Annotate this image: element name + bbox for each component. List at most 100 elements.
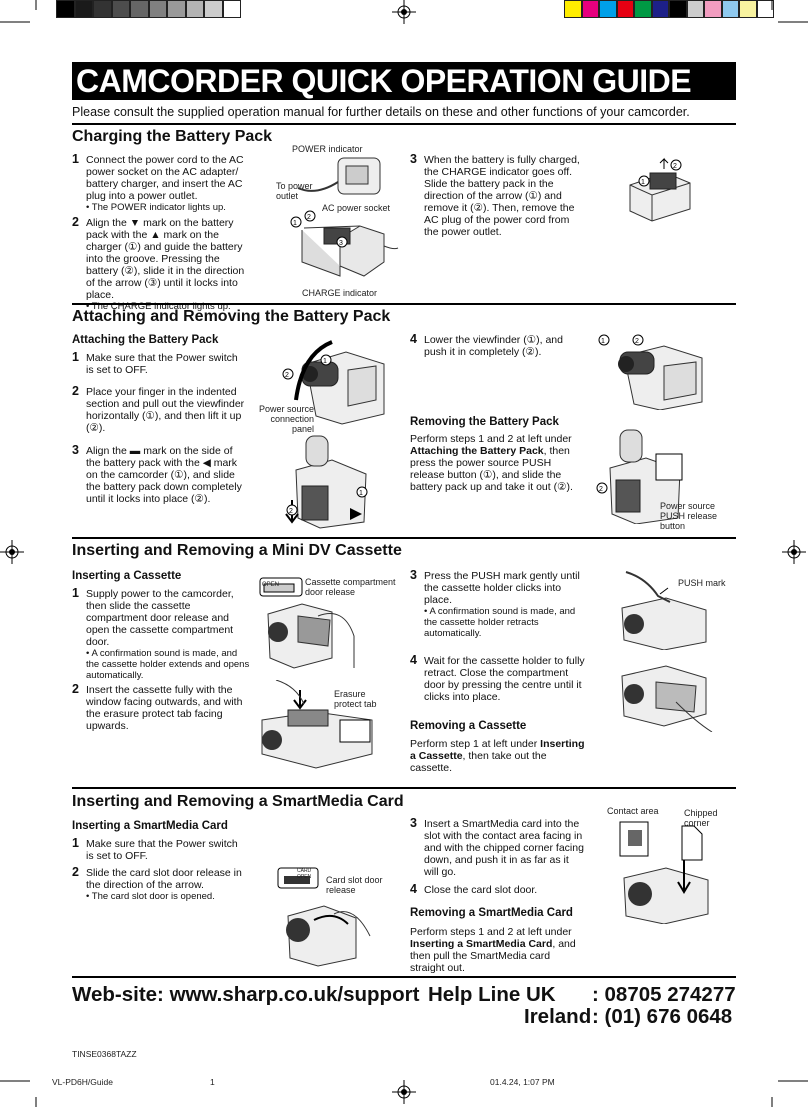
slug-file-name: VL-PD6H/Guide [52,1077,113,1087]
card-slot-release-label: Card slot door release [326,875,383,895]
crop-mark-icon [0,1080,37,1107]
color-swatch [739,0,757,18]
color-swatch [222,0,241,18]
divider [72,537,736,539]
section-heading-battery: Attaching and Removing the Battery Pack [72,308,391,325]
remove-battery-text: Perform steps 1 and 2 at left under Atta… [410,433,573,493]
svg-text:2: 2 [285,372,289,379]
color-swatch [564,0,582,18]
svg-text:1: 1 [323,358,327,365]
section-heading-charging: Charging the Battery Pack [72,128,273,145]
intro-text: Please consult the supplied operation ma… [72,105,690,119]
section-heading-smartmedia: Inserting and Removing a SmartMedia Card [72,793,404,810]
helpline-uk-label: Help Line UK [428,983,556,1006]
svg-text:2: 2 [599,486,603,493]
chipped-corner-label: Chipped corner [684,808,718,828]
cassette-close-illustration [621,665,713,732]
svg-text:2: 2 [289,508,293,515]
subheading-remove-cassette: Removing a Cassette [410,720,527,732]
page-title: CAMCORDER QUICK OPERATION GUIDE [72,62,736,100]
ireland-label: Ireland [524,1005,592,1028]
color-swatch [634,0,652,18]
divider [72,976,736,978]
battery-removal-illustration: 1 2 [629,157,691,222]
registration-mark-icon [0,540,24,564]
card-open-label: CARD OPEN [297,868,312,880]
svg-text:1: 1 [601,338,605,345]
svg-text:3: 3 [339,240,343,247]
ac-power-socket-label: AC power socket [322,203,391,213]
color-swatch [93,0,112,18]
color-swatch [185,0,204,18]
section-heading-cassette: Inserting and Removing a Mini DV Cassett… [72,542,402,559]
subheading-remove-smartmedia: Removing a SmartMedia Card [410,907,573,919]
color-swatch [148,0,167,18]
cassette-insert-illustration [261,680,373,769]
charge-indicator-label: CHARGE indicator [302,288,378,298]
remove-smartmedia-text: Perform steps 1 and 2 at left under Inse… [410,926,576,974]
color-swatch [669,0,687,18]
registration-mark-icon [782,540,806,564]
color-swatch [111,0,130,18]
contact-area-label: Contact area [607,806,659,816]
svg-text:1: 1 [293,220,297,227]
charging-step-2: 2 Align the ▼ mark on the battery pack w… [72,215,245,312]
cassette-door-open-illustration [259,577,355,669]
smartmedia-insert-illustration [619,821,709,924]
color-swatch [651,0,669,18]
card-slot-release-illustration [277,867,371,967]
remove-cassette-text: Perform step 1 at left under Inserting a… [410,738,585,774]
viewfinder-lift-illustration: 2 1 [282,340,385,425]
charging-step-1: 1 Connect the power cord to the AC power… [72,152,244,213]
color-swatch [616,0,634,18]
viewfinder-lower-illustration: 1 2 [598,334,703,410]
color-swatch [56,0,75,18]
website-text: Web-site: www.sharp.co.uk/support [72,983,420,1006]
subheading-insert-cassette: Inserting a Cassette [72,570,182,582]
crop-mark-icon [771,0,808,23]
power-indicator-label: POWER indicator [292,144,363,154]
erasure-tab-label: Erasure protect tab [334,689,377,709]
uk-phone-number: : 08705 274277 [592,983,736,1006]
registration-mark-icon [392,0,416,24]
color-swatch [721,0,739,18]
color-swatch [756,0,774,18]
push-mark-label: PUSH mark [678,578,726,588]
crop-mark-icon [771,1080,808,1107]
color-swatch [581,0,599,18]
color-swatch [130,0,149,18]
subheading-attach-battery: Attaching the Battery Pack [72,334,219,346]
door-release-label: Cassette compartment door release [305,577,396,597]
color-swatch [686,0,704,18]
crop-mark-icon [0,0,37,23]
open-label: OPEN [262,582,280,588]
battery-attach-illustration: 1 2 [285,435,368,529]
subheading-insert-smartmedia: Inserting a SmartMedia Card [72,820,228,832]
slug-date: 01.4.24, 1:07 PM [490,1077,555,1087]
svg-text:2: 2 [635,338,639,345]
divider [72,787,736,789]
svg-text:2: 2 [673,163,677,170]
color-swatch [74,0,93,18]
svg-text:1: 1 [359,490,363,497]
power-source-panel-label: Power source connection panel [258,404,314,434]
push-mark-illustration [621,571,707,650]
to-power-outlet-label: To power outlet [276,181,313,201]
slug-page-number: 1 [210,1077,215,1087]
ireland-phone-number: : (01) 676 0648 [592,1005,733,1028]
svg-text:1: 1 [641,179,645,186]
charger-illustration: 1 2 3 [290,157,399,277]
color-swatch [599,0,617,18]
divider [72,123,736,125]
